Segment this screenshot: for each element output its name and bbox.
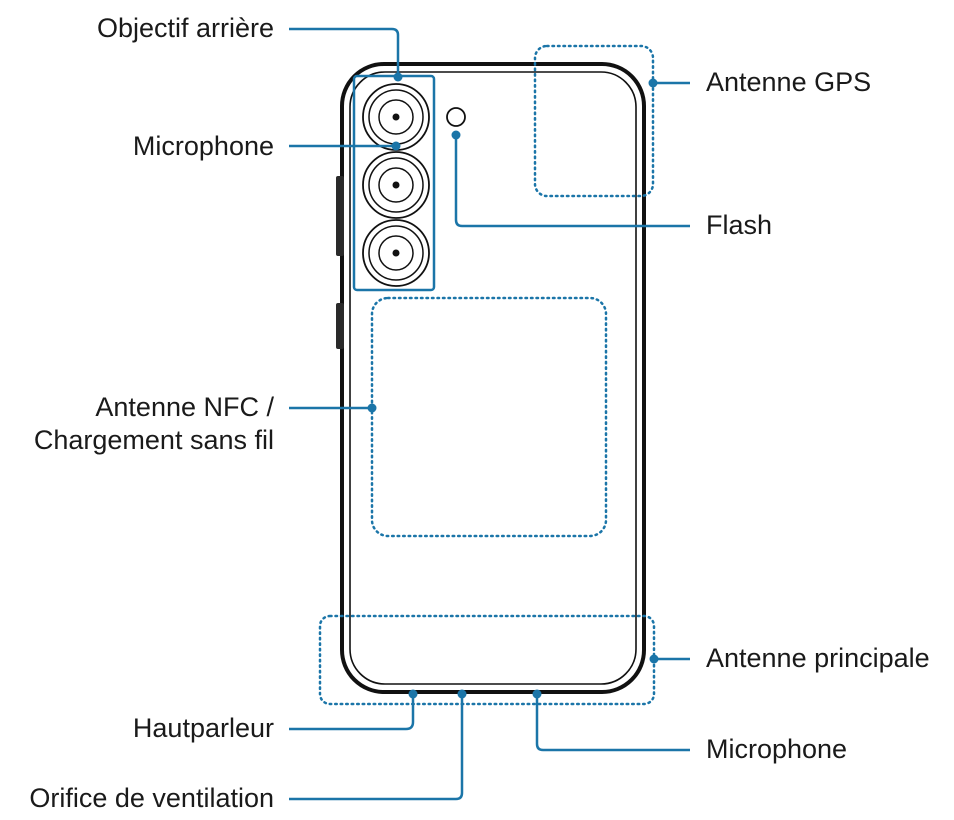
callout-line-speaker <box>289 694 415 731</box>
callout-lines <box>289 27 690 801</box>
callout-dot-icon <box>393 72 403 82</box>
label-rear-lens: Objectif arrière <box>96 13 274 43</box>
callout-line-rear-lens <box>289 27 400 77</box>
power-button <box>336 303 344 349</box>
callout-dots <box>367 72 659 699</box>
label-microphone-top: Microphone <box>132 131 274 161</box>
callout-dot-icon <box>648 78 658 88</box>
callout-line-microphone-bottom <box>535 694 690 752</box>
callout-dot-icon <box>391 141 401 151</box>
callout-dot-icon <box>649 654 659 664</box>
camera-lens-icon <box>362 151 430 219</box>
label-gps: Antenne GPS <box>706 67 872 97</box>
label-nfc-line1: Antenne NFC / <box>95 392 274 422</box>
nfc-antenna-zone <box>370 296 608 538</box>
callout-dot-icon <box>457 689 467 699</box>
volume-button <box>336 176 344 256</box>
label-nfc-line2: Chargement sans fil <box>33 425 274 455</box>
callout-line-vent <box>289 694 464 801</box>
callout-dot-icon <box>367 403 377 413</box>
callout-dot-icon <box>408 689 418 699</box>
flash-icon <box>446 107 466 127</box>
label-microphone-bottom: Microphone <box>706 734 848 764</box>
label-flash: Flash <box>706 210 773 240</box>
label-main-antenna: Antenne principale <box>706 643 930 673</box>
label-speaker: Hautparleur <box>132 713 274 743</box>
callout-dot-icon <box>451 130 461 140</box>
callout-line-flash <box>454 135 690 228</box>
label-vent: Orifice de ventilation <box>29 783 274 813</box>
camera-lens-icon <box>362 219 430 287</box>
gps-antenna-zone <box>533 44 655 198</box>
label-nfc-wireless: Antenne NFC / Chargement sans fil <box>34 391 274 457</box>
callout-dot-icon <box>532 689 542 699</box>
camera-lens-icon <box>362 83 430 151</box>
